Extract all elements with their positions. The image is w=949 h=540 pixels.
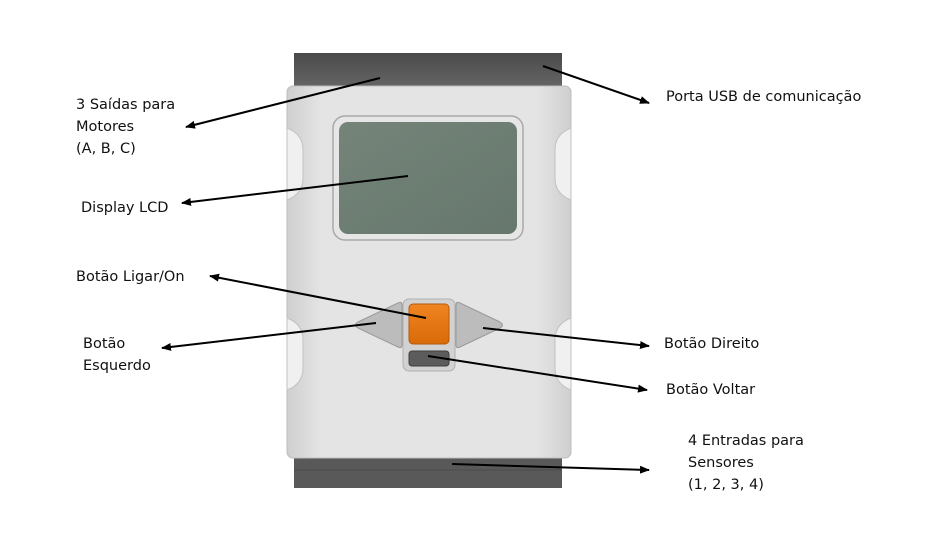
arrow-inputs	[451, 463, 650, 474]
right-button[interactable]	[455, 301, 503, 349]
arrow-back	[427, 355, 648, 393]
callout-arrows	[161, 65, 650, 474]
power-button[interactable]	[408, 303, 450, 345]
arrow-usb	[542, 65, 650, 104]
label-power: Botão Ligar/On	[76, 269, 185, 285]
label-left-button: Botão Esquerdo	[83, 336, 151, 374]
label-right-button: Botão Direito	[664, 336, 760, 352]
arrow-left	[161, 322, 377, 351]
label-inputs: 4 Entradas para Sensores (1, 2, 3, 4)	[688, 433, 804, 493]
label-back-button: Botão Voltar	[666, 382, 756, 398]
arrow-power	[209, 273, 427, 319]
label-display: Display LCD	[81, 200, 169, 216]
side-notches	[286, 127, 572, 391]
lcd-screen	[339, 122, 517, 234]
label-outputs: 3 Saídas para Motores (A, B, C)	[76, 97, 176, 157]
arrow-outputs	[185, 77, 381, 129]
arrow-display	[181, 175, 409, 206]
arrow-right	[482, 327, 650, 350]
label-usb: Porta USB de comunicação	[666, 89, 862, 105]
